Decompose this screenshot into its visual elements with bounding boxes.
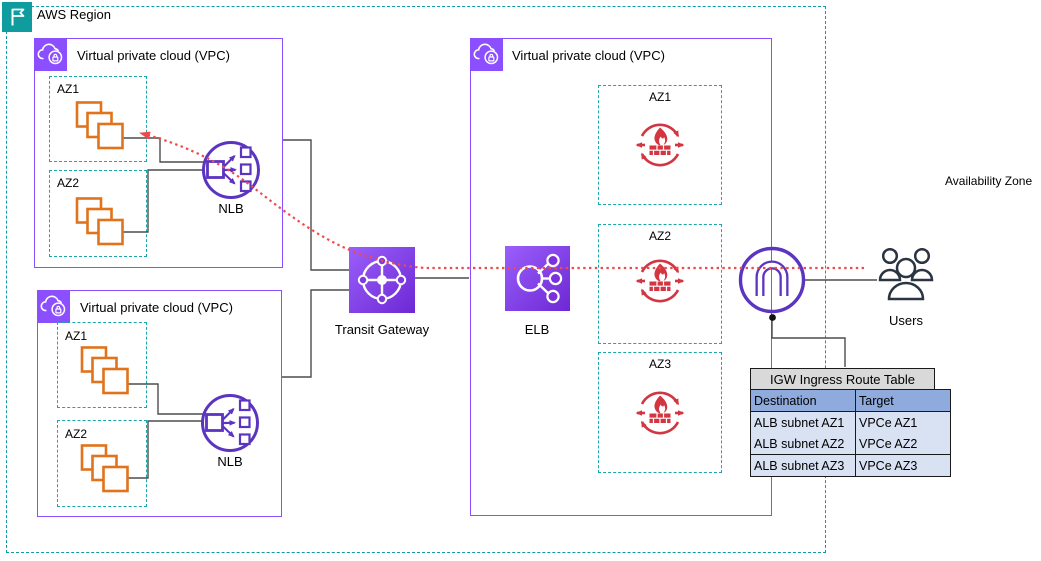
- vpc1-az2-label: AZ2: [57, 176, 80, 190]
- vpc2-az1-instances-icon: [80, 346, 129, 395]
- aws-region-label: AWS Region: [37, 7, 111, 22]
- vpc3-boundary: [470, 38, 772, 516]
- vpc1-nlb-icon: [202, 141, 260, 199]
- transit-gateway-label: Transit Gateway: [334, 322, 430, 337]
- vpc2-az2-label: AZ2: [65, 427, 88, 441]
- vpc2-az2-instances-icon: [80, 444, 129, 493]
- vpc3-az2-label: AZ2: [648, 229, 672, 243]
- vpc1-az1-instances-icon: [75, 101, 124, 150]
- route-cell: ALB subnet AZ1: [754, 415, 845, 430]
- vpc1-az1-boundary: [49, 76, 147, 162]
- vpc2-az1-label: AZ1: [65, 329, 88, 343]
- route-table-row: ALB subnet AZ1 VPCe AZ1: [751, 412, 950, 433]
- availability-zone-label: Availability Zone: [945, 174, 1033, 188]
- route-cell: VPCe AZ1: [855, 412, 950, 433]
- vpc1-label: Virtual private cloud (VPC): [77, 48, 230, 63]
- vpc3-az3-boundary: [598, 352, 722, 473]
- route-table: Destination Target ALB subnet AZ1 VPCe A…: [750, 389, 951, 477]
- route-cell: ALB subnet AZ3: [754, 458, 845, 473]
- route-table-title-text: IGW Ingress Route Table: [770, 371, 915, 387]
- vpc1-az2-instances-icon: [75, 197, 124, 246]
- route-table-row: ALB subnet AZ3 VPCe AZ3: [751, 454, 950, 476]
- vpc1-cloud-lock-icon: [34, 38, 67, 71]
- users-label: Users: [889, 313, 923, 328]
- route-table-row: ALB subnet AZ2 VPCe AZ2: [751, 433, 950, 454]
- vpc2-label: Virtual private cloud (VPC): [80, 300, 233, 315]
- route-table-title: IGW Ingress Route Table: [750, 368, 935, 390]
- vpc3-az1-label: AZ1: [648, 90, 672, 104]
- elb-label: ELB: [524, 322, 550, 337]
- users-icon: [878, 247, 934, 301]
- route-table-col-target: Target: [855, 390, 950, 411]
- route-table-col-destination: Destination: [754, 393, 817, 408]
- elb-icon: [505, 246, 570, 311]
- route-cell: ALB subnet AZ2: [754, 436, 845, 451]
- vpc3-az2-firewall-icon: [635, 259, 685, 303]
- internet-gateway-icon: [738, 246, 806, 314]
- vpc1-az1-label: AZ1: [57, 82, 80, 96]
- vpc3-az1-firewall-icon: [635, 123, 685, 167]
- vpc2-boundary: [37, 290, 282, 517]
- vpc3-label: Virtual private cloud (VPC): [512, 48, 665, 63]
- vpc2-az1-boundary: [57, 322, 147, 408]
- route-cell: VPCe AZ2: [855, 433, 950, 454]
- vpc2-nlb-label: NLB: [217, 454, 243, 469]
- route-table-header-row: Destination Target: [751, 390, 950, 412]
- vpc3-az3-label: AZ3: [648, 357, 672, 371]
- route-cell: VPCe AZ3: [855, 455, 950, 476]
- vpc1-nlb-label: NLB: [218, 201, 244, 216]
- vpc2-cloud-lock-icon: [37, 290, 70, 323]
- vpc3-cloud-lock-icon: [470, 38, 503, 71]
- connection-dot: [769, 314, 776, 321]
- region-flag-icon: [2, 2, 32, 32]
- transit-gateway-icon: [349, 247, 415, 313]
- vpc2-nlb-icon: [201, 394, 259, 452]
- vpc3-az3-firewall-icon: [635, 391, 685, 435]
